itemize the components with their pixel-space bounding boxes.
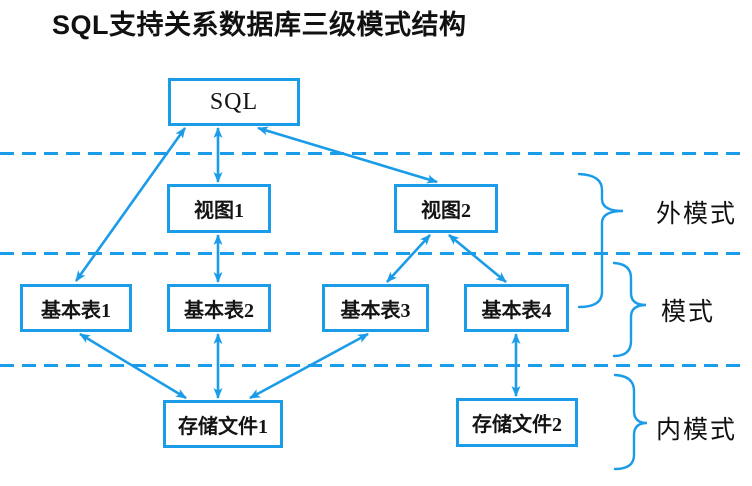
edge-view2-table3	[386, 234, 431, 283]
node-table3-label: 基本表3	[340, 299, 411, 322]
node-table2: 基本表2	[167, 284, 271, 332]
brace-external-schema	[577, 172, 624, 309]
node-view1: 视图1	[167, 184, 271, 233]
node-sql-label: SQL	[209, 88, 259, 115]
node-table3: 基本表3	[322, 284, 429, 332]
node-table4: 基本表4	[464, 284, 569, 332]
page-title: SQL支持关系数据库三级模式结构	[52, 10, 467, 40]
node-view2: 视图2	[394, 184, 498, 233]
level-label-schema: 模式	[661, 299, 716, 326]
node-sql: SQL	[168, 78, 300, 126]
edge-view2-table4	[448, 233, 507, 284]
level-label-external-schema: 外模式	[656, 201, 738, 228]
node-view1-label: 视图1	[194, 200, 244, 222]
node-file2: 存储文件2	[456, 398, 578, 447]
node-file2-label: 存储文件2	[472, 414, 562, 436]
level-label-internal-schema: 内模式	[656, 417, 738, 444]
node-table1: 基本表1	[20, 284, 132, 332]
brace-schema	[612, 261, 647, 358]
edge-sql-view2	[257, 126, 438, 184]
node-table4-label: 基本表4	[481, 299, 552, 322]
node-file1: 存储文件1	[163, 400, 283, 448]
brace-internal-schema	[613, 373, 648, 471]
node-table2-label: 基本表2	[184, 299, 254, 322]
node-view2-label: 视图2	[421, 200, 471, 222]
edge-table1-file1	[79, 332, 187, 400]
edge-table3-file1	[249, 332, 369, 400]
node-file1-label: 存储文件1	[178, 415, 268, 438]
node-table1-label: 基本表1	[41, 299, 111, 322]
